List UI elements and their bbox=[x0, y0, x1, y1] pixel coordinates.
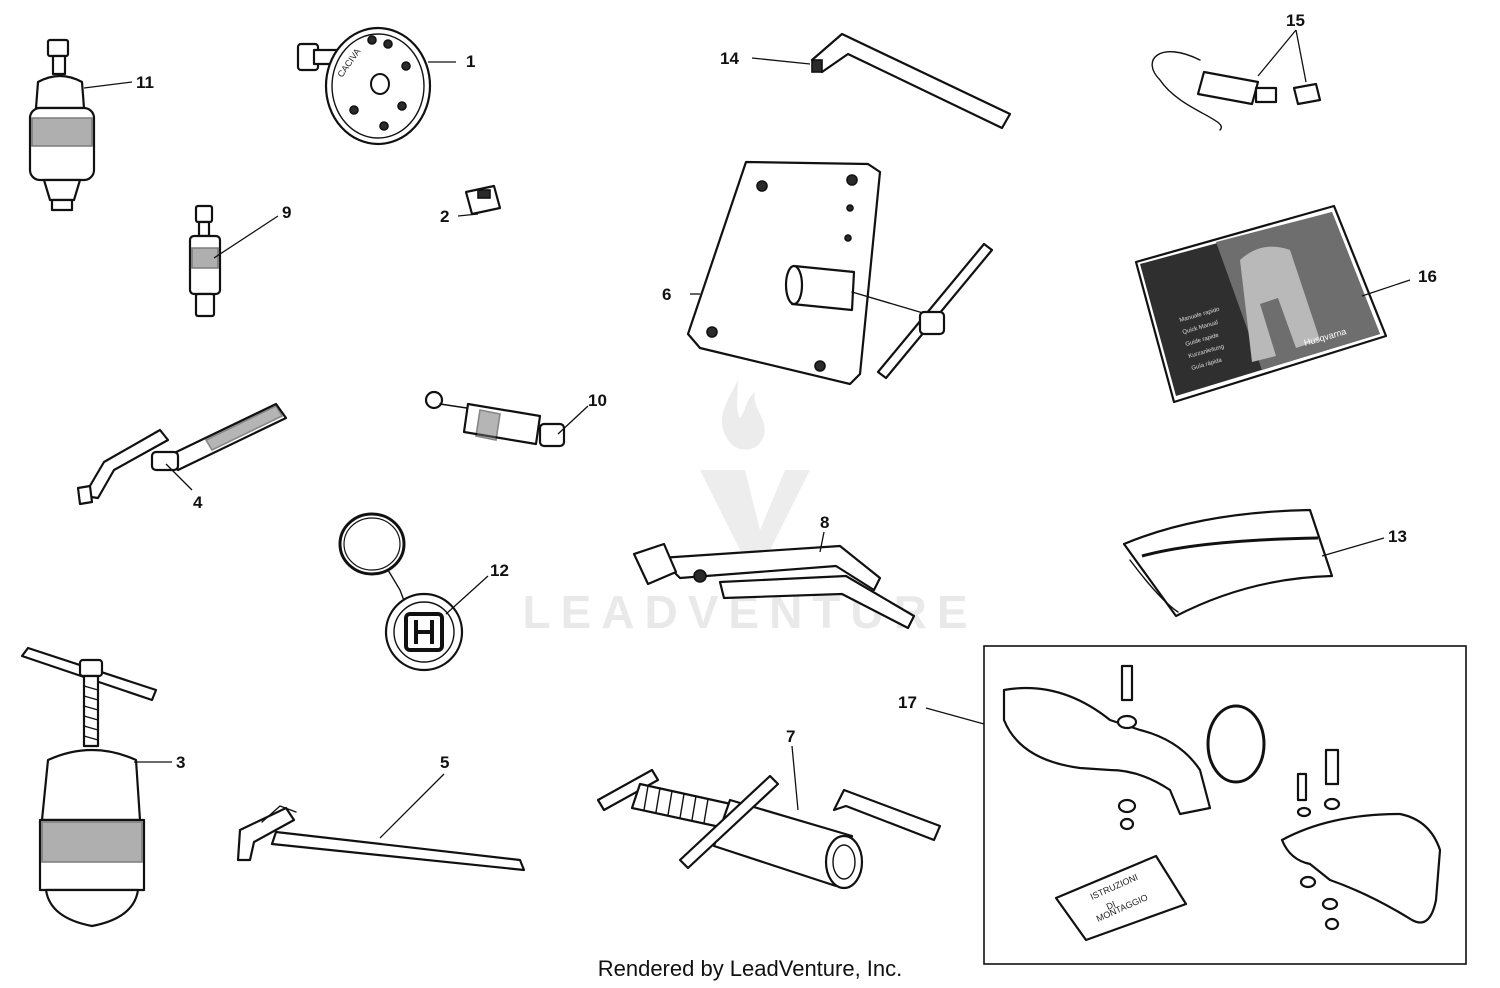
callout-2: 2 bbox=[440, 207, 449, 226]
part-16-manual: Husqvarna Manuale rapido Quick Manual Gu… bbox=[1134, 204, 1388, 404]
part-7-bearing-puller bbox=[596, 768, 942, 890]
part-15-usb-stick bbox=[1151, 51, 1322, 131]
callout-8: 8 bbox=[820, 513, 829, 532]
part-10-tool bbox=[424, 390, 566, 448]
leader-16 bbox=[1361, 279, 1411, 297]
callout-11: 11 bbox=[136, 73, 154, 92]
part-1-flywheel-puller: CACIVA bbox=[296, 26, 432, 146]
callout-4: 4 bbox=[193, 493, 203, 512]
footer-credit: Rendered by LeadVenture, Inc. bbox=[597, 956, 903, 981]
leader-15b bbox=[1295, 29, 1307, 83]
callout-14: 14 bbox=[720, 49, 739, 68]
leader-14 bbox=[751, 57, 811, 65]
leader-4 bbox=[165, 463, 193, 491]
callout-10: 10 bbox=[588, 391, 607, 410]
watermark: LEADVENTURE bbox=[522, 380, 968, 638]
callout-12: 12 bbox=[490, 561, 509, 580]
part-4-hook-wrench bbox=[76, 402, 288, 506]
callout-7: 7 bbox=[786, 727, 795, 746]
leader-9 bbox=[213, 215, 279, 259]
part-13-cloth-bag bbox=[1122, 508, 1334, 618]
part-6-plate-puller bbox=[686, 160, 994, 386]
callout-16: 16 bbox=[1418, 267, 1437, 286]
part-9-adaptor bbox=[188, 204, 222, 318]
leader-12 bbox=[445, 575, 489, 615]
callout-3: 3 bbox=[176, 753, 185, 772]
leader-17 bbox=[925, 707, 985, 725]
booklet-line-2: DI bbox=[1105, 899, 1117, 912]
callout-13: 13 bbox=[1388, 527, 1407, 546]
leader-13 bbox=[1321, 537, 1385, 557]
leader-7 bbox=[791, 745, 799, 811]
leader-lines bbox=[83, 29, 1411, 839]
part-2-connector bbox=[464, 184, 502, 216]
leader-2 bbox=[457, 213, 479, 217]
part-17-handguard-kit: ISTRUZIONI DI MONTAGGIO bbox=[983, 645, 1467, 965]
part-14-allen-key bbox=[810, 32, 1012, 130]
leader-5 bbox=[379, 773, 445, 839]
part-3-pin-extractor bbox=[20, 646, 158, 928]
callout-1: 1 bbox=[466, 52, 475, 71]
part-11-sparkplug-tool bbox=[28, 38, 96, 212]
callout-9: 9 bbox=[282, 203, 291, 222]
callout-5: 5 bbox=[440, 753, 449, 772]
leader-11 bbox=[83, 81, 133, 89]
callout-labels: 1 2 3 4 5 6 7 8 9 10 11 12 13 14 15 16 1… bbox=[136, 11, 1437, 772]
leader-10 bbox=[557, 405, 589, 435]
callout-17: 17 bbox=[898, 693, 917, 712]
leader-15a bbox=[1257, 29, 1297, 77]
callout-6: 6 bbox=[662, 285, 671, 304]
part-12-keyring bbox=[338, 512, 464, 672]
callout-15: 15 bbox=[1286, 11, 1305, 30]
leader-8 bbox=[819, 531, 825, 553]
part-8-pliers bbox=[632, 542, 916, 630]
part-5-holding-tool bbox=[236, 805, 526, 872]
